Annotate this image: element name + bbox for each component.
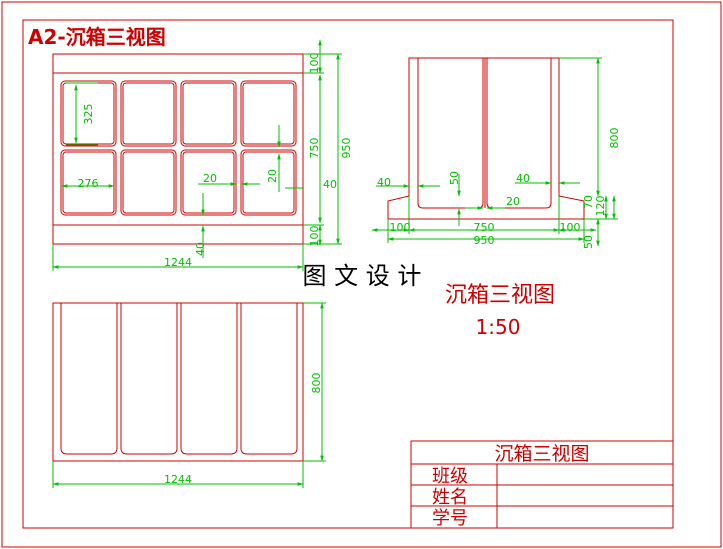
sheet-inner-border xyxy=(22,19,674,529)
title-block-row-name: 姓名 xyxy=(432,487,468,508)
top-cell-inner xyxy=(242,82,295,145)
top-cell xyxy=(120,80,177,147)
dim-325: 325 xyxy=(82,104,95,125)
dim-40-bottom: 40 xyxy=(194,242,207,256)
top-cell xyxy=(60,80,117,147)
dim-side-40-left: 40 xyxy=(377,176,391,189)
top-view-dim-text: 325 276 20 20 40 40 100 750 950 100 1244 xyxy=(78,53,354,270)
title-block-row-id: 学号 xyxy=(432,508,468,529)
top-cell-inner xyxy=(122,82,175,145)
dim-side-750: 750 xyxy=(474,221,495,234)
front-view-outline xyxy=(52,302,304,462)
dim-950: 950 xyxy=(340,138,353,159)
top-view xyxy=(52,53,304,245)
top-cell xyxy=(120,149,177,216)
dim-750: 750 xyxy=(308,138,321,159)
side-view xyxy=(387,57,585,220)
top-cell xyxy=(180,80,237,147)
side-view-dim-text: 800 40 50 40 20 70 120 100 750 100 950 5… xyxy=(377,128,621,250)
dim-side-100-left: 100 xyxy=(390,221,411,234)
dim-20a: 20 xyxy=(203,172,217,185)
front-cell xyxy=(240,303,298,455)
front-cell xyxy=(180,303,238,455)
side-view-outline xyxy=(387,57,585,220)
top-view-outline xyxy=(52,53,304,245)
title-block-header: 沉箱三视图 xyxy=(494,443,589,465)
title-block xyxy=(410,440,674,529)
sheet-title: A2-沉箱三视图 xyxy=(28,25,166,49)
top-cell-inner xyxy=(182,82,235,145)
side-view-right-cell xyxy=(486,58,552,209)
dim-40-right: 40 xyxy=(323,178,337,191)
title-block-text: 沉箱三视图 班级 姓名 学号 xyxy=(432,443,590,529)
dim-1244-top: 1244 xyxy=(164,256,192,269)
front-view-dim-text: 800 1244 xyxy=(164,373,323,487)
front-view xyxy=(52,302,304,462)
front-view-dimensions xyxy=(52,302,326,488)
dim-100-bottom: 100 xyxy=(308,226,321,247)
top-cell xyxy=(240,149,297,216)
front-cell xyxy=(60,303,118,455)
dim-side-50-bottom: 50 xyxy=(582,235,595,249)
top-cell xyxy=(60,149,117,216)
top-view-dimensions xyxy=(52,39,342,271)
dim-side-50: 50 xyxy=(448,171,461,185)
dim-side-950: 950 xyxy=(474,234,495,247)
top-cell-inner xyxy=(122,151,175,214)
side-view-dimensions xyxy=(371,57,618,247)
title-block-row-class: 班级 xyxy=(432,466,468,487)
top-cell-inner xyxy=(62,151,115,214)
dim-side-120: 120 xyxy=(594,196,607,217)
dim-front-1244: 1244 xyxy=(164,473,192,486)
front-cell xyxy=(120,303,178,455)
dim-side-70: 70 xyxy=(582,195,595,209)
dim-side-800: 800 xyxy=(608,128,621,149)
drawing-name: 沉箱三视图 xyxy=(445,283,555,308)
dim-100-top: 100 xyxy=(308,53,321,74)
dim-front-800: 800 xyxy=(310,373,323,394)
watermark-text: 图 文 设 计 xyxy=(303,262,422,290)
drawing-scale: 1:50 xyxy=(476,315,521,339)
dim-20b: 20 xyxy=(266,169,279,183)
dim-side-20: 20 xyxy=(506,195,520,208)
top-cell xyxy=(240,80,297,147)
dim-276: 276 xyxy=(78,177,99,190)
dim-side-100-right: 100 xyxy=(560,221,581,234)
side-view-left-cell xyxy=(417,58,484,209)
dim-side-40-right: 40 xyxy=(516,172,530,185)
